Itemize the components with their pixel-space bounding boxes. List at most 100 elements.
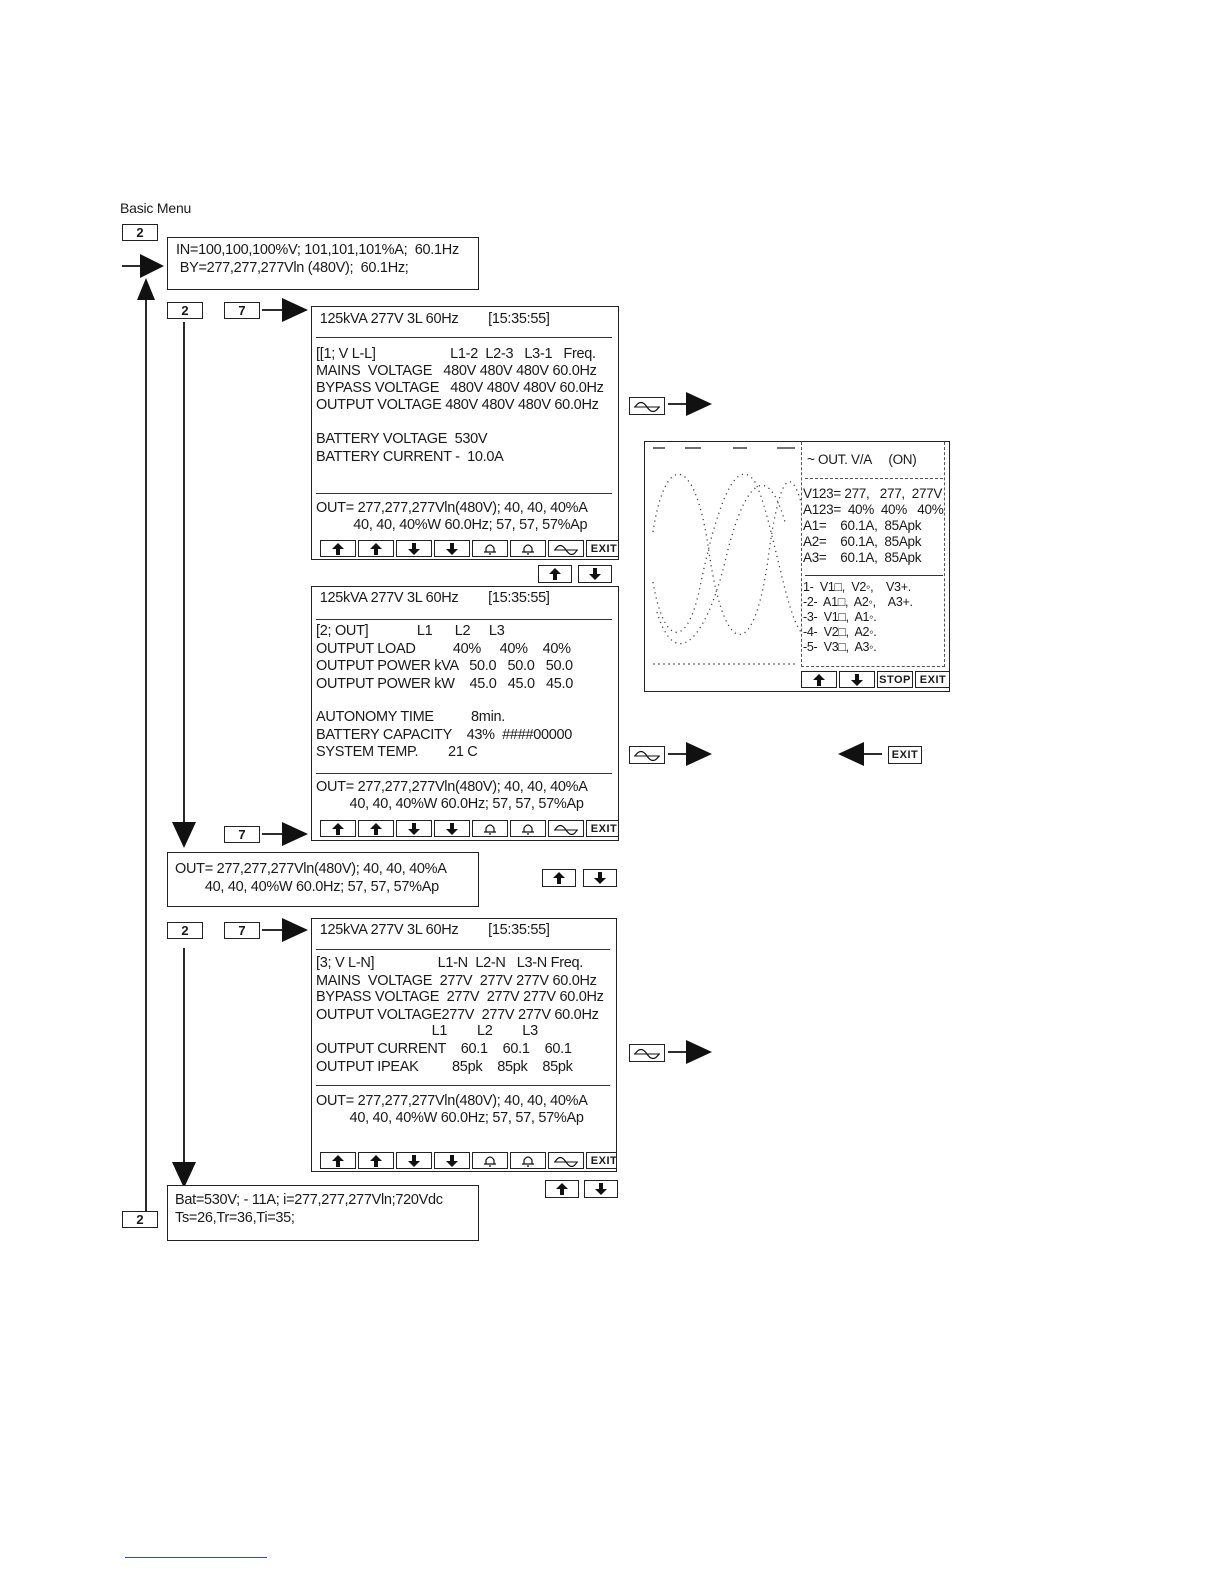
input-status-line: IN=100,100,100%V; 101,101,101%A; 60.1Hz xyxy=(176,242,459,258)
waveform-icon[interactable] xyxy=(548,820,584,837)
scope-channel-item[interactable]: 1- V1□, V2◦, V3+. xyxy=(803,580,911,594)
screen-line: OUTPUT CURRENT 60.1 60.1 60.1 xyxy=(316,1041,572,1057)
exit-button[interactable]: EXIT xyxy=(915,671,949,688)
bell-icon[interactable] xyxy=(510,1152,546,1169)
screen-line: OUTPUT POWER kW 45.0 45.0 45.0 xyxy=(316,676,573,692)
down-arrow-icon[interactable] xyxy=(434,1152,470,1169)
screen-line: BATTERY VOLTAGE 530V xyxy=(316,431,488,447)
bell-icon[interactable] xyxy=(510,540,546,557)
exit-button[interactable]: EXIT xyxy=(586,820,618,837)
scope-screen: ~ OUT. V/A (ON) V123= 277, 277, 277V A12… xyxy=(644,441,950,692)
up-arrow-icon[interactable] xyxy=(320,820,356,837)
scope-channel-item[interactable]: -2- A1□, A2◦, A3+. xyxy=(803,595,913,609)
bell-icon[interactable] xyxy=(472,1152,508,1169)
key-7-button[interactable]: 7 xyxy=(224,302,260,319)
temperature-status-line: Ts=26,Tr=36,Ti=35; xyxy=(175,1210,295,1226)
down-arrowhead xyxy=(172,822,196,848)
scope-channel-item[interactable]: -4- V2□, A2◦. xyxy=(803,625,877,639)
key-2-button[interactable]: 2 xyxy=(122,224,158,241)
screen-header: 125kVA 277V 3L 60Hz [15:35:55] xyxy=(316,922,550,938)
bypass-status-line: BY=277,277,277Vln (480V); 60.1Hz; xyxy=(176,260,409,276)
screen-line: OUTPUT POWER kVA 50.0 50.0 50.0 xyxy=(316,658,573,674)
bell-icon[interactable] xyxy=(472,540,508,557)
screen-line: [3; V L-N] L1-N L2-N L3-N Freq. xyxy=(316,955,584,971)
up-arrow-icon[interactable] xyxy=(545,1180,579,1198)
scope-reading: V123= 277, 277, 277V xyxy=(803,486,943,501)
up-arrow-icon[interactable] xyxy=(538,565,572,583)
screen-line: SYSTEM TEMP. 21 C xyxy=(316,744,478,760)
down-arrow-icon[interactable] xyxy=(583,869,617,887)
screen-line: BYPASS VOLTAGE 277V 277V 277V 60.0Hz xyxy=(316,989,604,1005)
waveform-icon[interactable] xyxy=(548,540,584,557)
screen-voltage-ln: 125kVA 277V 3L 60Hz [15:35:55] [3; V L-N… xyxy=(311,918,617,1172)
waveform-plot xyxy=(652,447,801,665)
screen-out-line: OUT= 277,277,277Vln(480V); 40, 40, 40%A xyxy=(316,1093,588,1109)
function-key-row: EXIT xyxy=(320,540,618,557)
key-7-button[interactable]: 7 xyxy=(224,826,260,843)
up-arrowhead xyxy=(137,278,155,300)
bell-icon[interactable] xyxy=(472,820,508,837)
function-key-row: EXIT xyxy=(320,820,618,837)
scope-key-row: STOP EXIT xyxy=(801,671,949,688)
down-arrow-icon[interactable] xyxy=(396,540,432,557)
screen-line: OUTPUT VOLTAGE 480V 480V 480V 60.0Hz xyxy=(316,397,599,413)
left-arrowhead xyxy=(838,742,864,766)
exit-button[interactable]: EXIT xyxy=(586,1152,616,1169)
output-status-line: 40, 40, 40%W 60.0Hz; 57, 57, 57%Ap xyxy=(175,879,439,895)
screen-line: OUTPUT VOLTAGE277V 277V 277V 60.0Hz xyxy=(316,1007,599,1023)
up-arrow-icon[interactable] xyxy=(358,1152,394,1169)
scope-reading: A123= 40% 40% 40% xyxy=(803,502,944,517)
down-arrow-icon[interactable] xyxy=(434,820,470,837)
screen-line: BATTERY CAPACITY 43% ####00000 xyxy=(316,727,573,743)
down-arrow-icon[interactable] xyxy=(584,1180,618,1198)
key-7-button[interactable]: 7 xyxy=(224,922,260,939)
screen-line: MAINS VOLTAGE 277V 277V 277V 60.0Hz xyxy=(316,973,597,989)
key-2-button[interactable]: 2 xyxy=(167,922,203,939)
down-arrow-icon[interactable] xyxy=(839,671,875,688)
screen-line: [2; OUT] L1 L2 L3 xyxy=(316,623,505,639)
screen-voltage-ll: 125kVA 277V 3L 60Hz [15:35:55] [[1; V L-… xyxy=(311,306,619,560)
screen-line: AUTONOMY TIME 8min. xyxy=(316,709,505,725)
up-arrow-icon[interactable] xyxy=(542,869,576,887)
screen-out-line: OUT= 277,277,277Vln(480V); 40, 40, 40%A xyxy=(316,779,588,795)
screen-out-line: 40, 40, 40%W 60.0Hz; 57, 57, 57%Ap xyxy=(316,1110,584,1126)
up-arrow-icon[interactable] xyxy=(801,671,837,688)
waveform-icon[interactable] xyxy=(548,1152,584,1169)
key-2-button[interactable]: 2 xyxy=(122,1211,158,1228)
exit-button[interactable]: EXIT xyxy=(586,540,618,557)
screen-header: 125kVA 277V 3L 60Hz [15:35:55] xyxy=(316,311,550,327)
exit-button[interactable]: EXIT xyxy=(888,746,922,764)
down-arrowhead xyxy=(172,1162,196,1188)
waveform-icon[interactable] xyxy=(629,1044,665,1062)
screen-line: L1 L2 L3 xyxy=(316,1023,539,1039)
down-arrow-icon[interactable] xyxy=(434,540,470,557)
up-arrow-icon[interactable] xyxy=(320,540,356,557)
down-arrow-icon[interactable] xyxy=(396,820,432,837)
up-arrow-icon[interactable] xyxy=(320,1152,356,1169)
scope-reading: A2= 60.1A, 85Apk xyxy=(803,534,922,549)
scope-channel-item[interactable]: -3- V1□, A1◦. xyxy=(803,610,877,624)
scope-reading: A3= 60.1A, 85Apk xyxy=(803,550,922,565)
scope-channel-item[interactable]: -5- V3□, A3◦. xyxy=(803,640,877,654)
screen-line: OUTPUT LOAD 40% 40% 40% xyxy=(316,641,571,657)
screen-out-line: 40, 40, 40%W 60.0Hz; 57, 57, 57%Ap xyxy=(316,796,584,812)
bell-icon[interactable] xyxy=(510,820,546,837)
down-arrow-icon[interactable] xyxy=(578,565,612,583)
screen-line: OUTPUT IPEAK 85pk 85pk 85pk xyxy=(316,1059,573,1075)
screen-line: BYPASS VOLTAGE 480V 480V 480V 60.0Hz xyxy=(316,380,604,396)
battery-status-line: Bat=530V; - 11A; i=277,277,277Vln;720Vdc xyxy=(175,1192,443,1208)
screen-out-line: 40, 40, 40%W 60.0Hz; 57, 57, 57%Ap xyxy=(316,517,588,533)
page-title: Basic Menu xyxy=(120,200,192,216)
screen-line: BATTERY CURRENT - 10.0A xyxy=(316,449,504,465)
status-box-battery: Bat=530V; - 11A; i=277,277,277Vln;720Vdc… xyxy=(167,1185,479,1241)
stop-button[interactable]: STOP xyxy=(877,671,913,688)
key-2-button[interactable]: 2 xyxy=(167,302,203,319)
down-arrow-icon[interactable] xyxy=(396,1152,432,1169)
footnote-rule xyxy=(125,1557,267,1558)
screen-line: MAINS VOLTAGE 480V 480V 480V 60.0Hz xyxy=(316,363,597,379)
up-arrow-icon[interactable] xyxy=(358,820,394,837)
waveform-icon[interactable] xyxy=(629,746,665,764)
up-arrow-icon[interactable] xyxy=(358,540,394,557)
waveform-icon[interactable] xyxy=(629,397,665,415)
